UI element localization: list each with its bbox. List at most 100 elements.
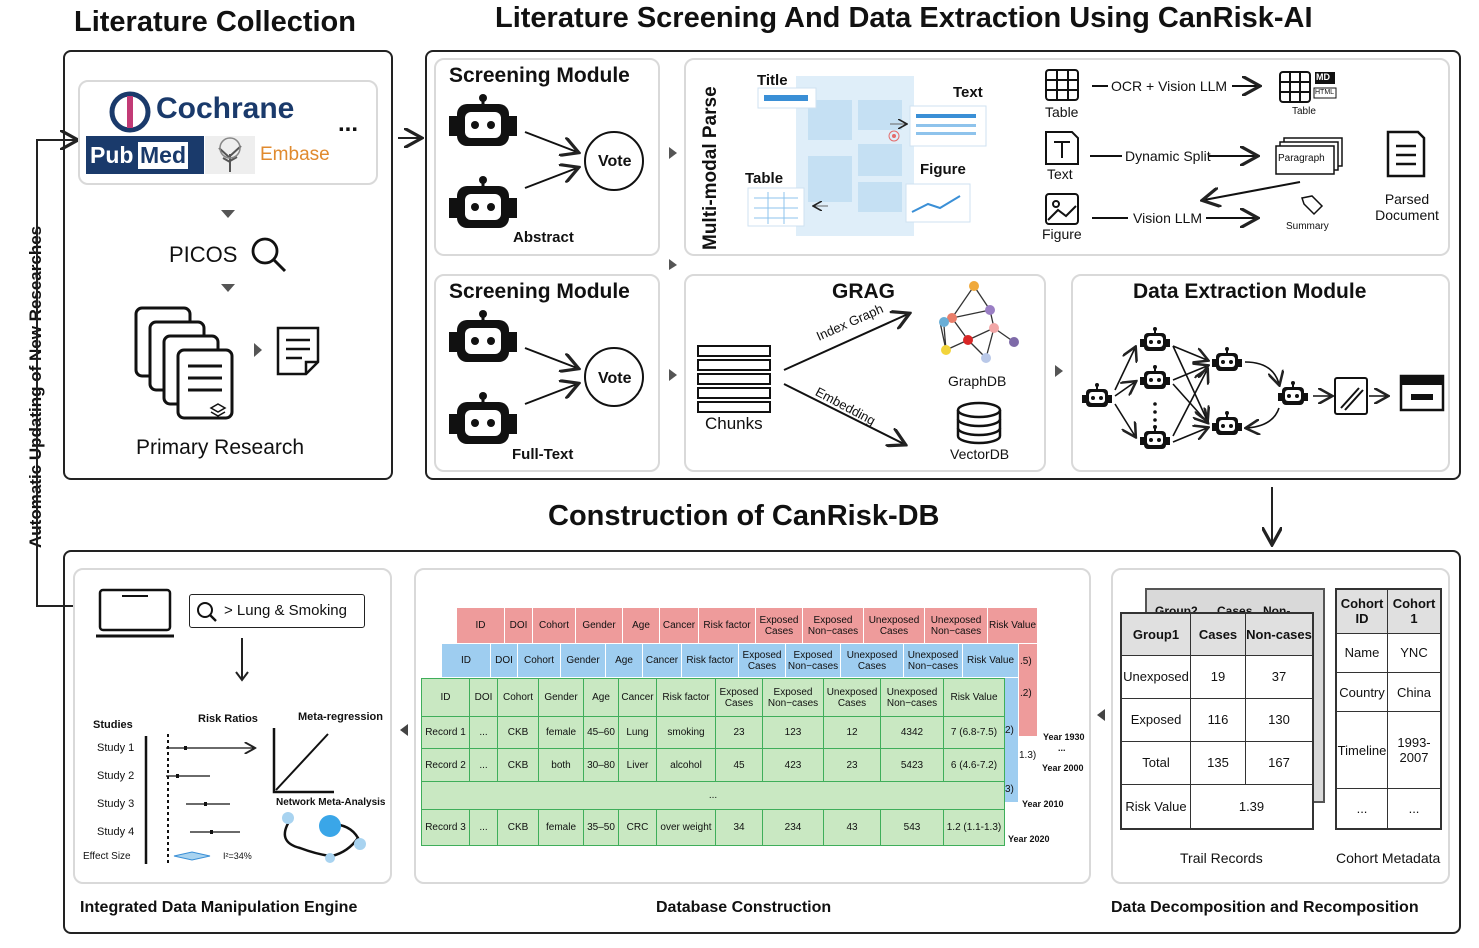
db-cell: both	[538, 748, 584, 782]
down-arrow-icon	[221, 210, 235, 218]
trail-header: Cases	[1190, 612, 1246, 656]
primary-research-label: Primary Research	[136, 436, 305, 459]
cohort-cell: ...	[1335, 787, 1388, 830]
db-cell: 543	[880, 808, 944, 847]
i2-label: I²=34%	[223, 851, 252, 861]
study-row-2: Study 2	[97, 770, 135, 782]
db-red-header: Exposed Cases	[755, 607, 803, 644]
db-header-cell: Exposed Cases	[715, 677, 763, 718]
embase-tree-icon	[205, 136, 255, 174]
db-cell: ...	[469, 808, 498, 847]
db-cell: over weight	[656, 808, 716, 847]
parsed-document-label: Parsed Document	[1375, 191, 1439, 223]
db-cell: 7 (6.8-7.5)	[943, 716, 1005, 750]
db-blue-header: Age	[605, 643, 643, 678]
table-row: ...	[421, 780, 1005, 810]
parse-pipeline-diagram	[1045, 69, 1426, 252]
text-doc-icon	[1045, 131, 1079, 165]
study-row-4: Study 4	[97, 826, 135, 838]
peek-value: 1.3)	[1019, 750, 1037, 761]
db-red-header: ID	[456, 607, 505, 644]
cohort-header: Cohort ID	[1335, 588, 1388, 634]
trail-cell: 19	[1190, 654, 1246, 699]
db-cell: ...	[469, 748, 498, 782]
summary-label: Summary	[1286, 221, 1329, 232]
grag-title: GRAG	[832, 280, 895, 303]
trail-cell: Total	[1120, 740, 1191, 785]
robot-icon	[449, 94, 517, 146]
effect-size-label: Effect Size	[83, 851, 131, 862]
db-cell: female	[538, 808, 584, 847]
nma-heading: Network Meta-Analysis	[276, 797, 386, 808]
chunks-label: Chunks	[705, 414, 763, 433]
db-cell: CKB	[497, 808, 539, 847]
db-cell: CRC	[618, 808, 657, 847]
trail-header: Group1	[1120, 612, 1191, 656]
db-cell: 30–80	[583, 748, 619, 782]
trail-cell: 37	[1245, 654, 1314, 699]
peek-value: 3)	[1005, 784, 1014, 795]
documents-stack-icon	[134, 306, 234, 420]
table-row: ......	[1335, 787, 1442, 830]
fulltext-voting-diagram	[449, 310, 644, 444]
doc-title-label: Title	[757, 72, 788, 89]
peek-value: 2)	[1005, 725, 1014, 736]
pubmed-logo: Pub Med	[86, 136, 204, 174]
year-ellipsis: ...	[1058, 743, 1066, 753]
db-red-header: Cohort	[532, 607, 576, 644]
table-icon	[1045, 69, 1079, 101]
cohort-cell: Timeline	[1335, 711, 1388, 789]
year-label: Year 2000	[1042, 763, 1084, 773]
engine-caption: Integrated Data Manipulation Engine	[80, 899, 358, 916]
cohort-cell: China	[1387, 671, 1442, 713]
image-icon	[1045, 193, 1079, 225]
db-cell: 6 (4.6-7.2)	[943, 748, 1005, 782]
peek-value: .2)	[1020, 688, 1032, 699]
db-cell: 423	[762, 748, 824, 782]
db-cell: 23	[715, 716, 763, 750]
robot-icon	[449, 310, 517, 362]
db-header-cell: Age	[583, 677, 619, 718]
db-cell: Liver	[618, 748, 657, 782]
forest-plot-and-networks	[144, 728, 366, 864]
database-caption: Database Construction	[656, 899, 832, 916]
db-red-header: Risk Value	[987, 607, 1038, 644]
vote-label-abstract: Vote	[598, 153, 632, 170]
cohort-cell: ...	[1387, 787, 1442, 830]
paragraph-label: Paragraph	[1278, 153, 1325, 164]
db-cell: CKB	[497, 716, 539, 750]
engine-search-input[interactable]: > Lung & Smoking	[189, 594, 365, 628]
db-header-cell: Risk Value	[943, 677, 1005, 718]
multimodal-parse-title: Multi-modal Parse	[700, 86, 721, 250]
db-cell: 34	[715, 808, 763, 847]
db-blue-header: Exposed Non−cases	[785, 643, 841, 678]
screening-fulltext-title: Screening Module	[449, 280, 630, 303]
database-icon	[956, 401, 1002, 445]
more-databases: ...	[338, 110, 359, 137]
trail-cell: Unexposed	[1120, 654, 1191, 699]
cohort-cell: 1993-2007	[1387, 711, 1442, 789]
laptop-icon	[96, 588, 174, 638]
cochrane-logo-text: Cochrane	[156, 92, 295, 125]
construction-box	[63, 550, 1461, 934]
db-header-cell: Unexposed Non−cases	[880, 677, 944, 718]
doc-figure-label: Figure	[920, 161, 966, 178]
cohort-cell: Country	[1335, 671, 1388, 713]
vectordb-label: VectorDB	[950, 446, 1010, 462]
meta-regression-heading: Meta-regression	[298, 711, 383, 723]
studies-heading: Studies	[93, 719, 133, 731]
trail-cell: Exposed	[1120, 697, 1191, 742]
year-label: Year 2020	[1008, 834, 1050, 844]
trail-cell: 167	[1245, 740, 1314, 785]
document-layout-illustration	[747, 76, 987, 236]
db-blue-header: Risk factor	[681, 643, 739, 678]
db-blue-header: Risk Value	[962, 643, 1019, 678]
